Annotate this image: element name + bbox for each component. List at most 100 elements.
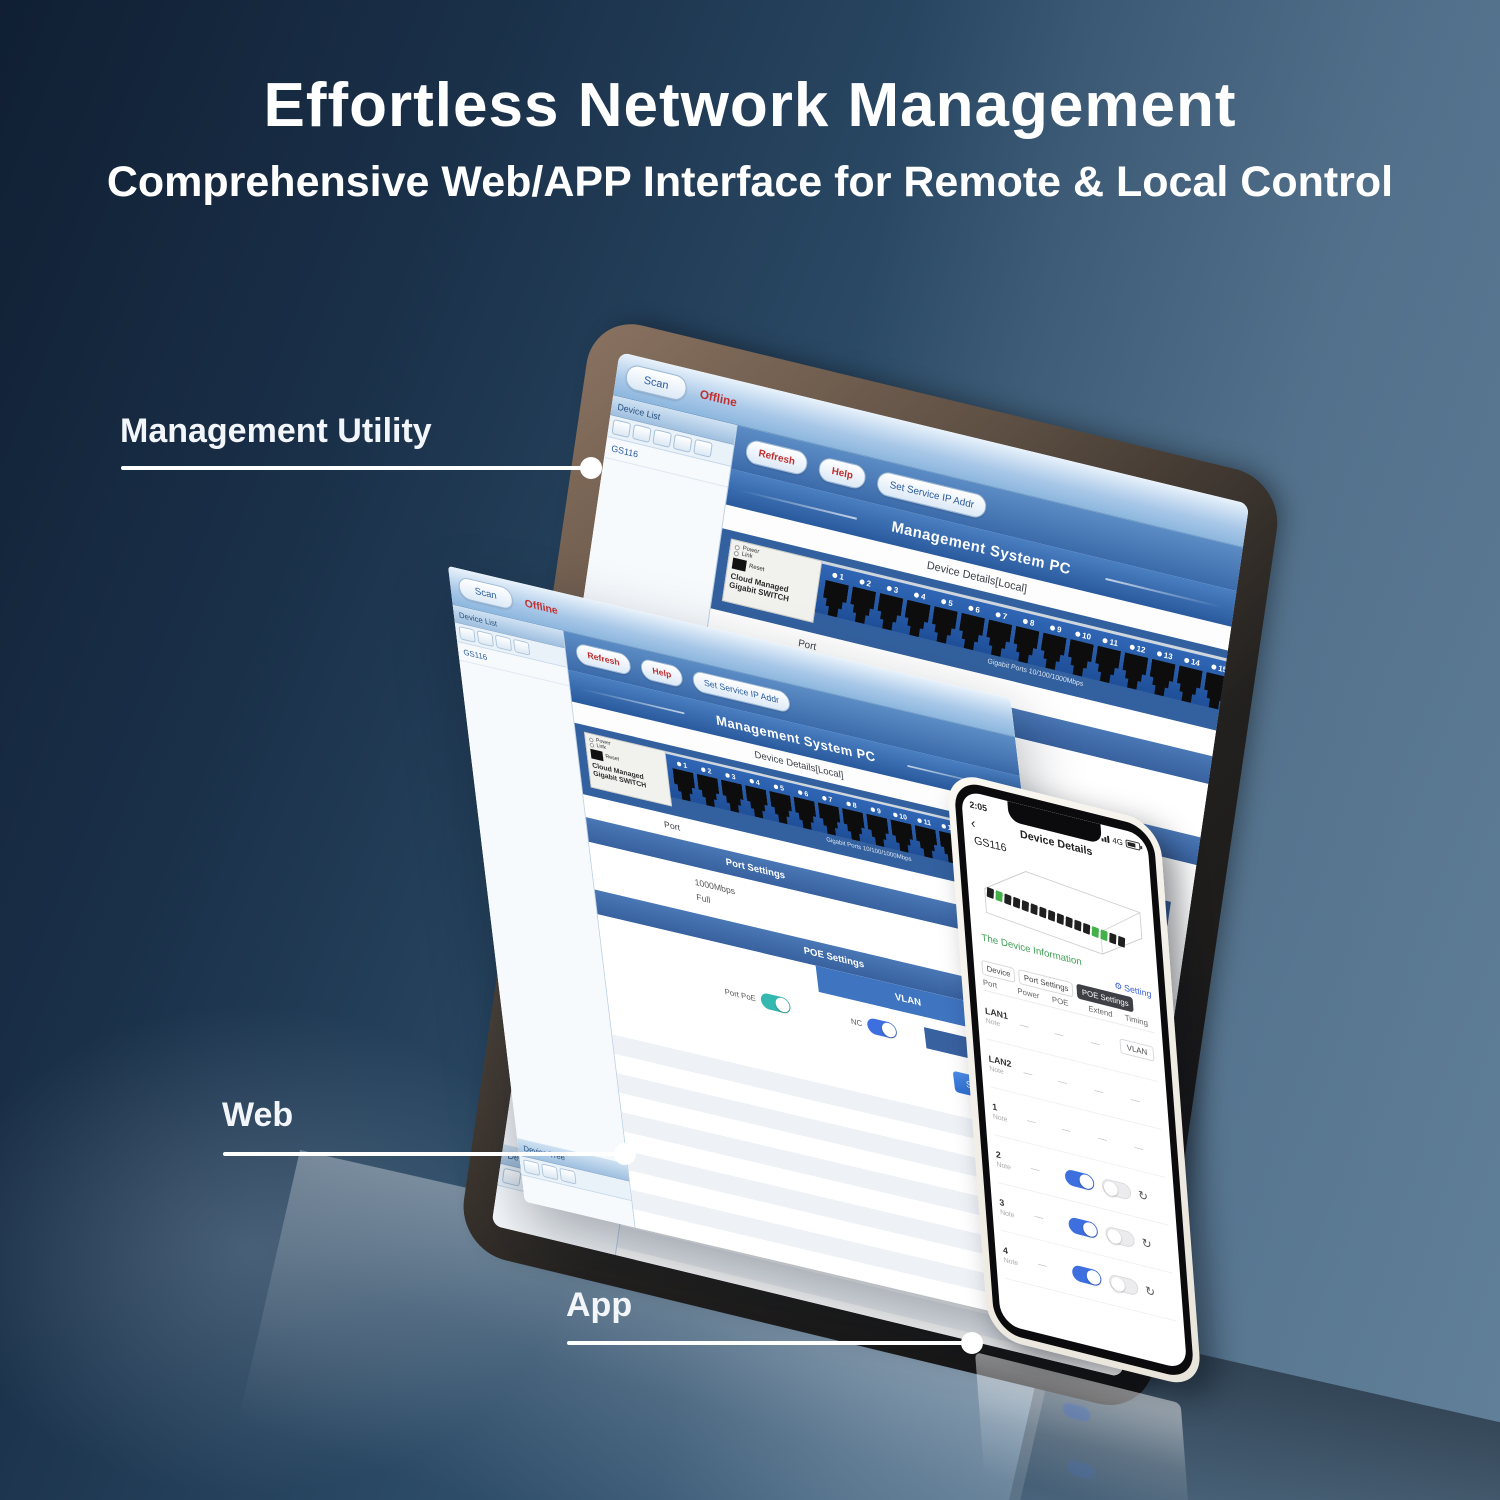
power-led-icon bbox=[734, 544, 741, 551]
callout-line-web bbox=[223, 1143, 636, 1165]
rj45-port: 15 bbox=[1200, 660, 1234, 712]
rj45-jack-icon bbox=[1147, 659, 1175, 698]
port-led-icon bbox=[913, 591, 920, 598]
port-poe-label: Port PoE bbox=[724, 986, 757, 1004]
mini-port-icon bbox=[1039, 906, 1047, 919]
rj45-port: 16 bbox=[1227, 666, 1250, 718]
port-led-icon bbox=[1022, 617, 1029, 625]
refresh-button[interactable]: Refresh bbox=[744, 438, 810, 477]
duplex-value: Full bbox=[695, 892, 712, 906]
port-led-icon bbox=[832, 571, 838, 579]
sidebar-tool-button[interactable] bbox=[458, 625, 476, 643]
signal-icon bbox=[1101, 834, 1110, 843]
port-led-icon bbox=[1184, 656, 1190, 664]
sidebar-tool-button[interactable] bbox=[541, 1163, 559, 1181]
sidebar-tool-button[interactable] bbox=[693, 438, 713, 458]
port-led-icon bbox=[846, 800, 852, 807]
port-led-icon bbox=[941, 823, 947, 829]
sidebar-tool-button[interactable] bbox=[476, 630, 494, 648]
sidebar-tool-button[interactable] bbox=[672, 433, 693, 453]
port-led-icon bbox=[1156, 650, 1163, 657]
mini-port-icon bbox=[986, 886, 994, 900]
rj45-jack-icon bbox=[957, 613, 985, 652]
poe-toggle[interactable] bbox=[1068, 1215, 1099, 1239]
sidebar-tool-button[interactable] bbox=[611, 419, 632, 439]
port-led-icon bbox=[968, 604, 975, 611]
extend-toggle[interactable] bbox=[1101, 1177, 1132, 1201]
nc-toggle[interactable] bbox=[866, 1016, 898, 1040]
rj45-jack-icon bbox=[902, 600, 930, 639]
rj45-jack-icon bbox=[1066, 639, 1094, 678]
mini-port-icon bbox=[1065, 916, 1073, 929]
rj45-jack-icon bbox=[1120, 652, 1148, 691]
rj45-jack-icon bbox=[866, 814, 890, 849]
callout-line-management-utility bbox=[121, 457, 602, 479]
port-led-icon bbox=[870, 806, 876, 812]
switch-illustration bbox=[973, 848, 1150, 972]
poe-toggle[interactable] bbox=[1071, 1263, 1103, 1287]
poe-toggle[interactable] bbox=[1064, 1167, 1095, 1192]
timing-icon[interactable]: ↻ bbox=[1137, 1187, 1149, 1204]
callout-web: Web bbox=[222, 1096, 294, 1134]
timing-icon[interactable]: ↻ bbox=[1144, 1282, 1156, 1300]
rj45-jack-icon bbox=[672, 768, 696, 803]
rj45-jack-icon bbox=[1093, 646, 1121, 685]
rj45-jack-icon bbox=[1011, 626, 1039, 665]
sidebar-tool-button[interactable] bbox=[501, 1167, 522, 1187]
port-poe-toggle[interactable] bbox=[760, 991, 792, 1015]
network-type: 4G bbox=[1112, 835, 1124, 847]
sidebar-tool-button[interactable] bbox=[523, 1159, 541, 1177]
scan-button[interactable]: Scan bbox=[624, 363, 689, 403]
callout-line-app bbox=[567, 1332, 983, 1354]
port-led-icon bbox=[1129, 643, 1136, 650]
rj45-jack-icon bbox=[890, 819, 914, 854]
power-led-icon bbox=[588, 736, 594, 743]
back-chevron-icon[interactable]: ‹ bbox=[970, 814, 976, 832]
port-led-icon bbox=[749, 778, 755, 784]
gear-icon: ⚙ bbox=[1113, 980, 1123, 993]
callout-app: App bbox=[566, 1286, 633, 1324]
offline-status: Offline bbox=[698, 386, 738, 410]
help-button[interactable]: Help bbox=[639, 657, 684, 689]
timing-icon[interactable]: ↻ bbox=[1141, 1234, 1153, 1252]
rj45-jack-icon bbox=[842, 808, 866, 843]
rj45-jack-icon bbox=[848, 586, 876, 625]
rj45-jack-icon bbox=[875, 593, 903, 632]
sidebar-tool-button[interactable] bbox=[652, 428, 672, 448]
rj45-jack-icon bbox=[794, 797, 818, 832]
mini-port-icon bbox=[1091, 925, 1099, 939]
phone-screen: 2:05 4G ‹ Device Details GS116 bbox=[960, 789, 1188, 1371]
mini-port-icon bbox=[1082, 922, 1091, 935]
help-button[interactable]: Help bbox=[817, 455, 868, 491]
extend-toggle[interactable] bbox=[1108, 1272, 1139, 1296]
offline-status: Offline bbox=[523, 596, 559, 617]
sidebar-tool-button[interactable] bbox=[513, 638, 531, 656]
sidebar-tool-button[interactable] bbox=[631, 423, 652, 444]
rj45-jack-icon bbox=[1038, 632, 1066, 671]
phone-bezel: 2:05 4G ‹ Device Details GS116 bbox=[953, 778, 1195, 1381]
extend-toggle[interactable] bbox=[1104, 1224, 1135, 1249]
sidebar-tool-button[interactable] bbox=[559, 1167, 577, 1185]
nc-label: NC bbox=[850, 1016, 863, 1029]
smartphone-device: 2:05 4G ‹ Device Details GS116 bbox=[946, 770, 1202, 1390]
reset-button-icon bbox=[590, 748, 604, 762]
rj45-jack-icon bbox=[915, 825, 939, 860]
refresh-button[interactable]: Refresh bbox=[574, 642, 633, 677]
page-title: Effortless Network Management bbox=[263, 71, 1237, 140]
scan-button[interactable]: Scan bbox=[457, 575, 514, 611]
sidebar-tool-button[interactable] bbox=[494, 634, 513, 652]
port-header: Port bbox=[663, 819, 681, 834]
rj45-jack-icon bbox=[697, 774, 721, 809]
port-led-icon bbox=[886, 585, 893, 592]
port-led-icon bbox=[1238, 670, 1245, 677]
port-led-icon bbox=[859, 578, 866, 585]
rj45-jack-icon bbox=[818, 802, 842, 837]
mini-port-icon bbox=[1012, 896, 1021, 909]
mini-port-icon bbox=[1109, 932, 1117, 945]
port-led-icon bbox=[1050, 624, 1056, 631]
port-led-icon bbox=[941, 598, 947, 605]
port-led-icon bbox=[701, 766, 706, 773]
port-led-icon bbox=[1075, 630, 1081, 637]
rj45-jack-icon bbox=[1202, 672, 1230, 711]
